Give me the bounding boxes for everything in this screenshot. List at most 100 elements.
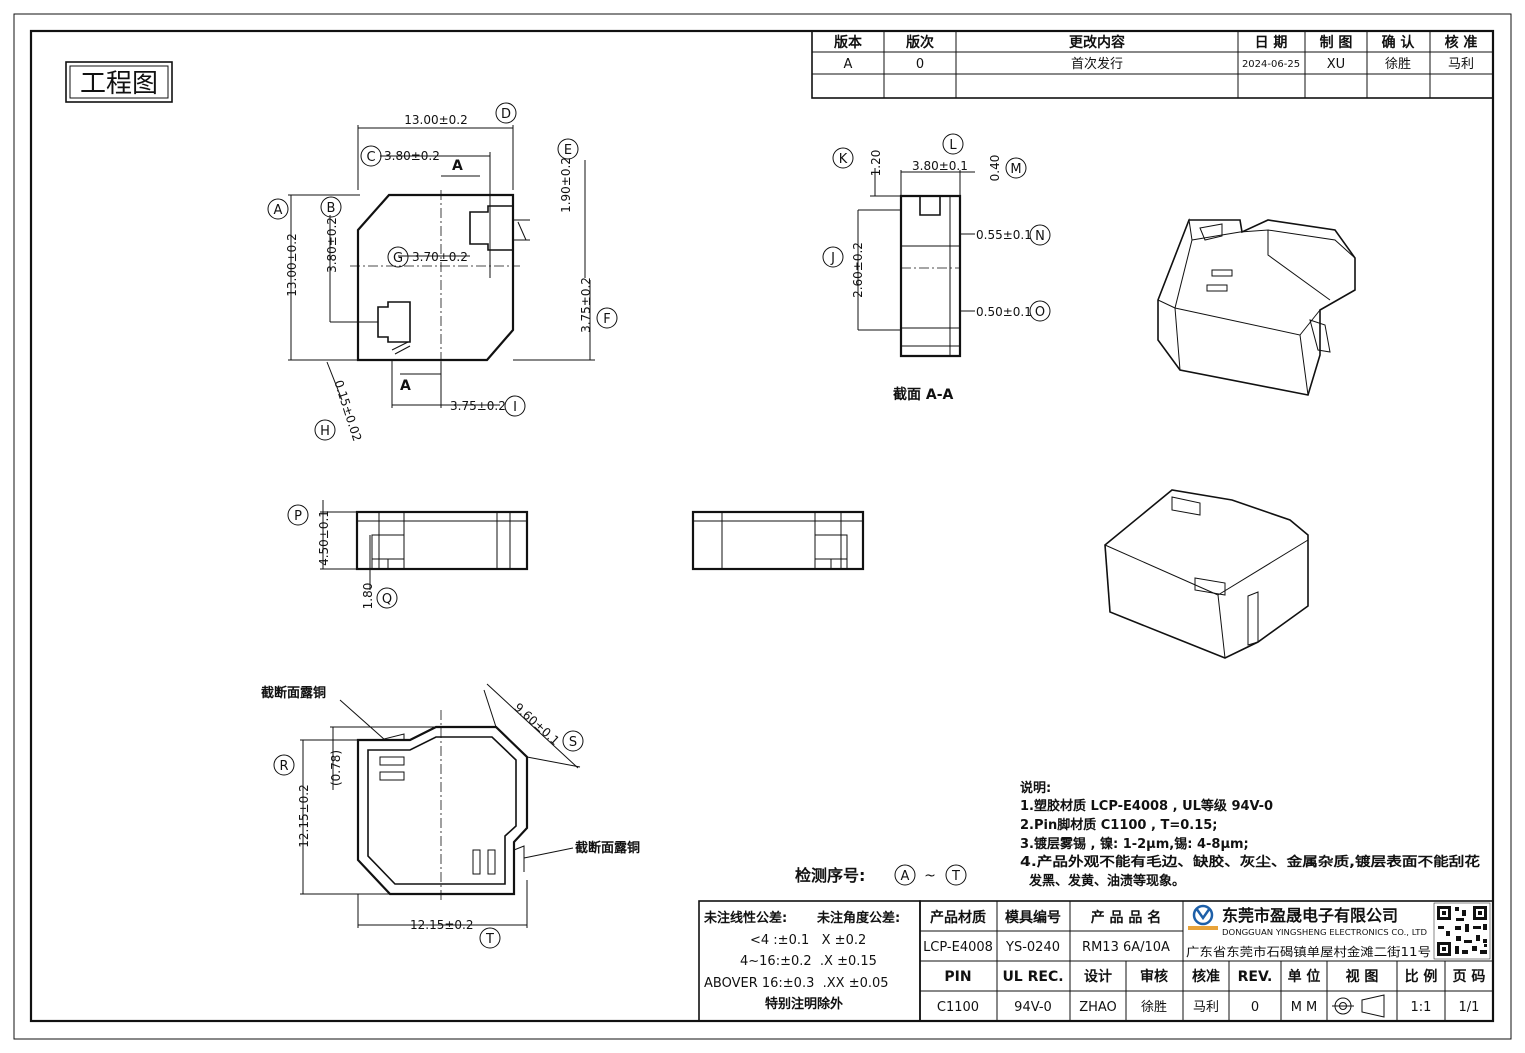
balloon-l: L <box>942 133 964 155</box>
balloon-j: J <box>822 246 844 268</box>
svg-text:Q: Q <box>382 592 392 607</box>
inspection-label: 检测序号: <box>795 866 865 885</box>
tolerance-block: 未注线性公差: 未注角度公差: <4 :±0.1 X ±0.2 4~16:±0.… <box>698 900 921 1022</box>
rev-approve: 马利 <box>1448 57 1474 72</box>
svg-text:G: G <box>393 251 403 266</box>
row3-rev: REV. <box>1238 969 1273 985</box>
balloon-k: K <box>832 147 854 169</box>
note-line-5: 发黑、发黄、油渍等现象。 <box>1020 873 1185 889</box>
dim-o: 0.50±0.1 <box>976 305 1032 319</box>
svg-text:N: N <box>1035 229 1045 244</box>
dim-l: 3.80±0.1 <box>912 159 968 173</box>
inspection-from: A <box>901 869 910 884</box>
note-line-2: 2.Pin脚材质 C1100 , T=0.15; <box>1020 817 1218 833</box>
svg-text:M: M <box>1010 162 1021 177</box>
row4-rev: 0 <box>1251 1000 1259 1015</box>
inner-border <box>29 29 1495 1023</box>
balloon-r: R <box>273 754 295 776</box>
balloon-n: N <box>1029 224 1051 246</box>
rev-date: 2024-06-25 <box>1242 59 1300 70</box>
qr-code <box>1433 902 1491 960</box>
svg-text:S: S <box>569 735 577 750</box>
title-badge-text: 工程图 <box>80 69 158 99</box>
dim-j: 2.60±0.2 <box>851 242 865 298</box>
outer-border <box>13 13 1512 1040</box>
exposed-copper-label-1: 截断面露铜 <box>261 685 326 701</box>
balloon-m: M <box>1005 157 1027 179</box>
note-line-1: 1.塑胶材质 LCP-E4008 , UL等级 94V-0 <box>1020 798 1273 814</box>
row3-approve: 核准 <box>1192 968 1220 985</box>
product-value: RM13 6A/10A <box>1082 940 1170 955</box>
rev-header-version: 版本 <box>834 34 863 51</box>
svg-text:C: C <box>366 150 375 165</box>
dim-i: 3.75±0.2 <box>450 399 506 413</box>
material-value: LCP-E4008 <box>923 940 993 955</box>
product-label: 产 品 品 名 <box>1091 909 1162 926</box>
rev-confirm: 徐胜 <box>1385 57 1411 72</box>
dim-m: 0.40 <box>988 155 1002 182</box>
svg-text:J: J <box>830 251 835 266</box>
company-address: 广东省东莞市石碣镇单屋村金滩二街11号 <box>1186 944 1431 959</box>
section-mark-top: A <box>452 158 463 174</box>
section-caption: 截面 A-A <box>893 386 954 403</box>
dim-e: 1.90±0.2 <box>559 157 573 213</box>
rev-header-change: 更改内容 <box>1069 34 1125 51</box>
row3-scale: 比 例 <box>1405 968 1438 985</box>
balloon-c: C <box>360 145 382 167</box>
dim-q: 1.80 <box>361 583 375 610</box>
balloon-t: T <box>479 927 501 949</box>
dim-k: 1.20 <box>869 150 883 177</box>
row3-review: 审核 <box>1140 968 1168 985</box>
dim-r: 12.15±0.2 <box>297 784 311 848</box>
note-line-3: 3.镀层雾锡 , 镍: 1-2μm,锡: 4-8μm; <box>1020 836 1249 852</box>
svg-text:E: E <box>564 143 572 158</box>
svg-text:O: O <box>1035 305 1045 320</box>
row4-approve: 马利 <box>1193 1000 1219 1015</box>
rev-change: 首次发行 <box>1071 56 1123 72</box>
tolerance-angle-head: 未注角度公差: <box>816 910 900 926</box>
rev-header-drawn: 制 图 <box>1320 34 1353 51</box>
balloon-e: E <box>557 138 579 160</box>
rev-drawn: XU <box>1327 57 1345 72</box>
dim-s: 9.60±0.1 <box>511 700 562 748</box>
notes: 说明: 1.塑胶材质 LCP-E4008 , UL等级 94V-0 2.Pin脚… <box>1020 780 1480 889</box>
balloons: A B C D E F G H I J K L M N O P Q R S T <box>267 102 1051 949</box>
row4-scale: 1:1 <box>1411 1000 1432 1015</box>
dim-n: 0.55±0.1 <box>976 228 1032 242</box>
tolerance-line-3: ABOVER 16:±0.3 .XX ±0.05 <box>704 976 889 991</box>
svg-text:R: R <box>279 759 288 774</box>
dim-h: 0.15±0.02 <box>331 378 364 443</box>
dim-c: 3.80±0.2 <box>384 149 440 163</box>
balloon-o: O <box>1029 300 1051 322</box>
balloon-g: G <box>387 246 409 268</box>
isometric-view-bottom <box>1104 489 1309 659</box>
mold-value: YS-0240 <box>1005 940 1060 955</box>
svg-text:H: H <box>320 424 330 439</box>
title-badge: 工程图 <box>65 61 173 103</box>
dim-t: 12.15±0.2 <box>410 918 474 932</box>
rev-header-confirm: 确 认 <box>1382 34 1416 51</box>
tolerance-line-4: 特别注明除外 <box>765 996 843 1012</box>
section-view: 1.20 3.80±0.1 0.40 0.55±0.1 2.60±0.2 0.5… <box>851 150 1032 403</box>
svg-text:L: L <box>949 138 957 153</box>
svg-text:F: F <box>603 312 610 327</box>
svg-text:A: A <box>274 203 283 218</box>
tolerance-line-1: <4 :±0.1 X ±0.2 <box>750 933 866 948</box>
material-label: 产品材质 <box>930 909 986 926</box>
tolerance-linear-head: 未注线性公差: <box>703 910 787 926</box>
row3-view: 视 图 <box>1346 968 1379 985</box>
row4-pin: C1100 <box>937 1000 979 1015</box>
title-block: 产品材质 模具编号 产 品 品 名 LCP-E4008 YS-0240 RM13… <box>919 900 1494 1022</box>
svg-text:I: I <box>513 400 517 415</box>
side-view-right <box>691 510 865 571</box>
isometric-view-top <box>1157 218 1356 396</box>
mold-label: 模具编号 <box>1005 909 1061 926</box>
row4-design: ZHAO <box>1079 1000 1117 1015</box>
rev-header-approve: 核 准 <box>1445 34 1478 51</box>
svg-text:P: P <box>294 509 302 524</box>
inspection-tilde: ~ <box>924 868 936 884</box>
rev-edition: 0 <box>916 57 924 72</box>
exposed-copper-label-2: 截断面露铜 <box>575 840 640 856</box>
company-logo-icon <box>1188 904 1218 930</box>
